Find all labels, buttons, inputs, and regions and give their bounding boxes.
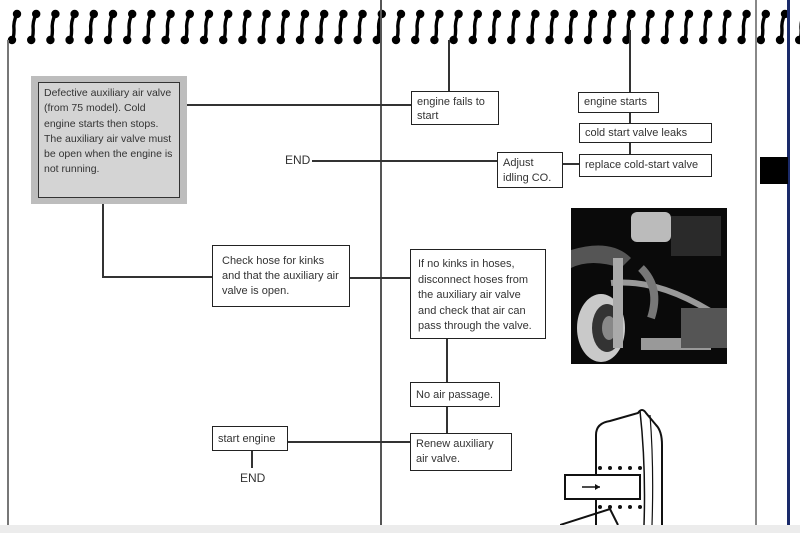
check-hose-text: Check hose for kinks and that the auxili… bbox=[222, 255, 339, 297]
book-edge bbox=[787, 0, 790, 525]
binding-ring bbox=[411, 9, 425, 45]
binding-ring bbox=[295, 9, 310, 45]
box-if-no-kinks: If no kinks in hoses, disconnect hoses f… bbox=[410, 249, 546, 339]
bottom-margin bbox=[0, 525, 800, 533]
connector bbox=[312, 160, 498, 162]
fault-description-text: Defective auxiliary air valve (from 75 m… bbox=[44, 87, 173, 176]
binding-ring bbox=[219, 9, 233, 45]
binding-ring bbox=[180, 9, 194, 45]
page-left-edge bbox=[7, 40, 9, 525]
binding-ring bbox=[449, 9, 463, 45]
binding-ring bbox=[641, 9, 655, 45]
page-right-edge bbox=[755, 0, 757, 525]
binding-ring bbox=[199, 9, 214, 45]
binding-ring bbox=[391, 9, 406, 45]
adjust-idling-text: Adjust idling CO. bbox=[503, 157, 552, 184]
end-label-top: END bbox=[285, 153, 311, 167]
binding-ring bbox=[699, 9, 713, 45]
binding-ring bbox=[84, 9, 99, 45]
connector bbox=[251, 450, 253, 468]
spiral-binding bbox=[7, 9, 800, 45]
binding-ring bbox=[372, 9, 386, 45]
binding-ring bbox=[583, 9, 598, 45]
binding-ring bbox=[507, 9, 521, 45]
box-check-hose: Check hose for kinks and that the auxili… bbox=[212, 245, 350, 307]
if-no-kinks-text: If no kinks in hoses, disconnect hoses f… bbox=[418, 258, 532, 332]
binding-ring bbox=[603, 9, 617, 45]
binding-ring bbox=[487, 9, 502, 45]
connector bbox=[288, 441, 410, 443]
connector bbox=[629, 112, 631, 124]
engine-photo bbox=[571, 208, 727, 364]
engine-starts-text: engine starts bbox=[584, 96, 647, 108]
binding-ring bbox=[718, 9, 732, 45]
end-label-bottom: END bbox=[240, 471, 266, 485]
cold-start-leaks-text: cold start valve leaks bbox=[585, 127, 688, 139]
box-replace-cold-start: replace cold-start valve bbox=[579, 154, 712, 177]
binding-ring bbox=[7, 9, 22, 45]
connector bbox=[102, 276, 212, 278]
no-air-passage-text: No air passage. bbox=[416, 389, 494, 401]
binding-ring bbox=[161, 9, 175, 45]
binding-ring bbox=[46, 9, 60, 45]
binding-ring bbox=[622, 9, 636, 45]
fault-description-box: Defective auxiliary air valve (from 75 m… bbox=[38, 82, 180, 198]
binding-ring bbox=[334, 9, 348, 45]
connector bbox=[186, 104, 411, 106]
connector bbox=[446, 406, 448, 433]
binding-ring bbox=[238, 9, 252, 45]
connector bbox=[629, 142, 631, 154]
engine-fails-text: engine fails to start bbox=[417, 96, 485, 122]
box-start-engine: start engine bbox=[212, 426, 288, 451]
box-renew-valve: Renew auxiliary air valve. bbox=[410, 433, 512, 471]
binding-ring bbox=[795, 20, 800, 45]
binding-ring bbox=[545, 9, 559, 45]
box-adjust-idling: Adjust idling CO. bbox=[497, 152, 563, 188]
connector bbox=[563, 163, 579, 165]
box-engine-starts: engine starts bbox=[578, 92, 659, 113]
box-engine-fails: engine fails to start bbox=[411, 91, 499, 125]
binding-ring bbox=[257, 9, 271, 45]
box-no-air-passage: No air passage. bbox=[410, 382, 500, 407]
binding-ring bbox=[526, 9, 540, 45]
connector bbox=[102, 203, 104, 276]
connector bbox=[350, 277, 410, 279]
connector bbox=[629, 30, 631, 92]
binding-ring bbox=[353, 9, 367, 45]
connector bbox=[448, 40, 450, 92]
binding-ring bbox=[564, 9, 578, 45]
start-engine-text: start engine bbox=[218, 433, 276, 445]
page-gutter-line bbox=[380, 0, 382, 525]
connector bbox=[446, 338, 448, 383]
binding-ring bbox=[142, 9, 156, 45]
binding-ring bbox=[660, 9, 674, 45]
renew-valve-text: Renew auxiliary air valve. bbox=[416, 438, 494, 465]
binding-ring bbox=[315, 9, 329, 45]
binding-ring bbox=[737, 9, 751, 45]
box-cold-start-leaks: cold start valve leaks bbox=[579, 123, 712, 143]
binding-ring bbox=[468, 9, 482, 45]
binding-ring bbox=[103, 9, 118, 45]
binding-ring bbox=[65, 9, 79, 45]
binding-ring bbox=[756, 9, 770, 45]
replace-cold-start-text: replace cold-start valve bbox=[585, 159, 699, 171]
air-valve-diagram bbox=[560, 409, 663, 525]
binding-ring bbox=[276, 9, 290, 45]
binding-ring bbox=[430, 9, 444, 45]
thumb-tab-marker bbox=[760, 157, 788, 184]
binding-ring bbox=[123, 9, 137, 45]
binding-ring bbox=[679, 9, 694, 45]
binding-ring bbox=[27, 9, 41, 45]
